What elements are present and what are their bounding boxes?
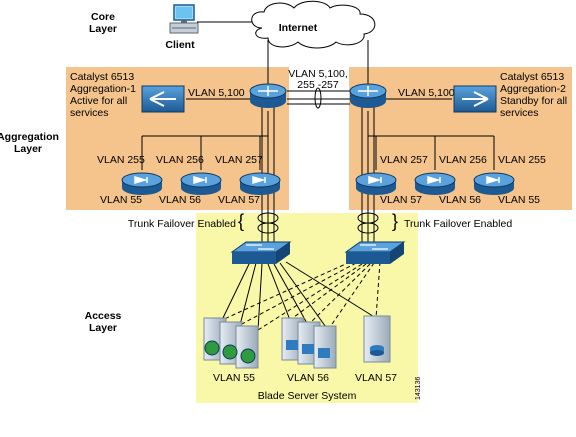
- internet-cloud-icon: [251, 0, 376, 49]
- server-vlan-55: VLAN 55: [213, 372, 255, 384]
- bundle-markers: [257, 87, 379, 234]
- core-layer-line2: Layer: [89, 23, 117, 35]
- server-vlan-56: VLAN 56: [287, 372, 329, 384]
- access-switch-icon-right: [344, 241, 406, 264]
- left-upper-vlan-3: VLAN 257: [215, 154, 263, 166]
- access-layer-line2: Layer: [89, 322, 117, 334]
- appliance-icon: [180, 172, 222, 195]
- svg-text:Catalyst 6513: Catalyst 6513: [70, 71, 134, 83]
- left-lower-vlan-2: VLAN 56: [159, 194, 201, 206]
- interswitch-vlan-line2: 255 -257: [297, 79, 339, 91]
- right-upper-vlan-3: VLAN 255: [498, 154, 546, 166]
- right-lower-vlan-3: VLAN 55: [498, 194, 540, 206]
- left-module-vlan: VLAN 5,100: [188, 87, 245, 99]
- appliance-icon: [355, 172, 397, 195]
- right-lower-vlan-1: VLAN 57: [380, 194, 422, 206]
- server-icon-vlan55: [203, 317, 259, 369]
- figure-id: 143136: [415, 377, 422, 400]
- appliance-icon: [473, 172, 515, 195]
- blade-server-system-label: Blade Server System: [258, 390, 357, 402]
- aggregation-layer-line1: Aggregation: [0, 131, 59, 143]
- svg-text:services: services: [70, 107, 109, 119]
- appliance-icon: [239, 172, 281, 195]
- internet-label: Internet: [279, 22, 318, 34]
- service-module-icon-left: [141, 85, 185, 113]
- svg-text:Aggregation-2: Aggregation-2: [500, 83, 566, 95]
- server-vlan-57: VLAN 57: [355, 372, 397, 384]
- interswitch-vlan-line1: VLAN 5,100,: [288, 68, 348, 80]
- server-icon-vlan56: [281, 317, 337, 369]
- right-upper-vlan-1: VLAN 257: [380, 154, 428, 166]
- server-icon-vlan57: [363, 315, 391, 363]
- trunk-failover-left: Trunk Failover Enabled: [128, 218, 236, 230]
- server-links-dashed: [221, 261, 381, 331]
- brace-left: {: [238, 211, 244, 231]
- brace-right: }: [392, 211, 398, 231]
- left-lower-vlan-1: VLAN 55: [100, 194, 142, 206]
- trunk-failover-right: Trunk Failover Enabled: [404, 218, 512, 230]
- left-lower-vlan-3: VLAN 57: [218, 194, 260, 206]
- client-label: Client: [165, 39, 195, 51]
- right-upper-vlan-2: VLAN 256: [439, 154, 487, 166]
- access-switch-icon-left: [230, 241, 292, 264]
- right-lower-vlan-2: VLAN 56: [439, 194, 481, 206]
- appliance-icon: [121, 172, 163, 195]
- aggregation-layer-line2: Layer: [14, 143, 42, 155]
- appliance-icon: [414, 172, 456, 195]
- router-icon-right: [349, 83, 387, 108]
- svg-text:Aggregation-1: Aggregation-1: [70, 83, 136, 95]
- right-module-vlan: VLAN 5,100: [398, 87, 455, 99]
- left-upper-vlan-1: VLAN 255: [97, 154, 145, 166]
- svg-text:Active for all: Active for all: [70, 95, 127, 107]
- aggregation-2-text: Catalyst 6513 Aggregation-2 Standby for …: [500, 71, 567, 119]
- left-upper-vlan-2: VLAN 256: [156, 154, 204, 166]
- svg-text:Standby for all: Standby for all: [500, 95, 567, 107]
- core-layer-line1: Core: [91, 11, 115, 23]
- svg-text:Catalyst 6513: Catalyst 6513: [500, 71, 564, 83]
- access-layer-line1: Access: [85, 310, 122, 322]
- svg-text:services: services: [500, 107, 539, 119]
- aggregation-1-text: Catalyst 6513 Aggregation-1 Active for a…: [70, 71, 136, 119]
- client-computer-icon: [169, 4, 199, 34]
- service-module-icon-right: [453, 85, 497, 113]
- router-icon-left: [249, 83, 287, 108]
